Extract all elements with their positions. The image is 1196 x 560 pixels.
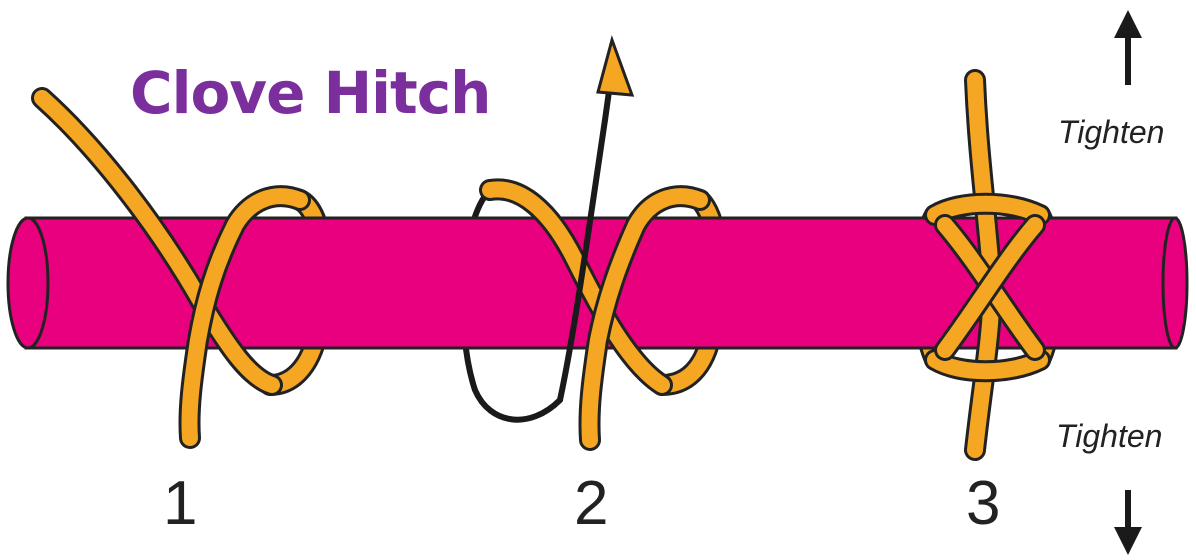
- tighten-down-arrow-icon: [1114, 490, 1142, 555]
- knot-2: [479, 67, 711, 451]
- pole-right-end: [1161, 216, 1189, 350]
- knot-3: [924, 69, 1051, 461]
- knot-1: [31, 87, 311, 449]
- tighten-label-top: Tighten: [1058, 114, 1165, 150]
- step-label-1: 1: [163, 469, 198, 538]
- working-end-arrow-line: [557, 67, 615, 403]
- pole-left-end: [6, 216, 50, 350]
- working-end-arrowhead: [596, 35, 635, 97]
- step-label-2: 2: [574, 469, 609, 538]
- diagram-title: Clove Hitch: [130, 59, 491, 127]
- tighten-up-arrow-icon: [1114, 10, 1142, 85]
- tighten-label-bottom: Tighten: [1056, 418, 1163, 454]
- step-label-3: 3: [966, 469, 1001, 538]
